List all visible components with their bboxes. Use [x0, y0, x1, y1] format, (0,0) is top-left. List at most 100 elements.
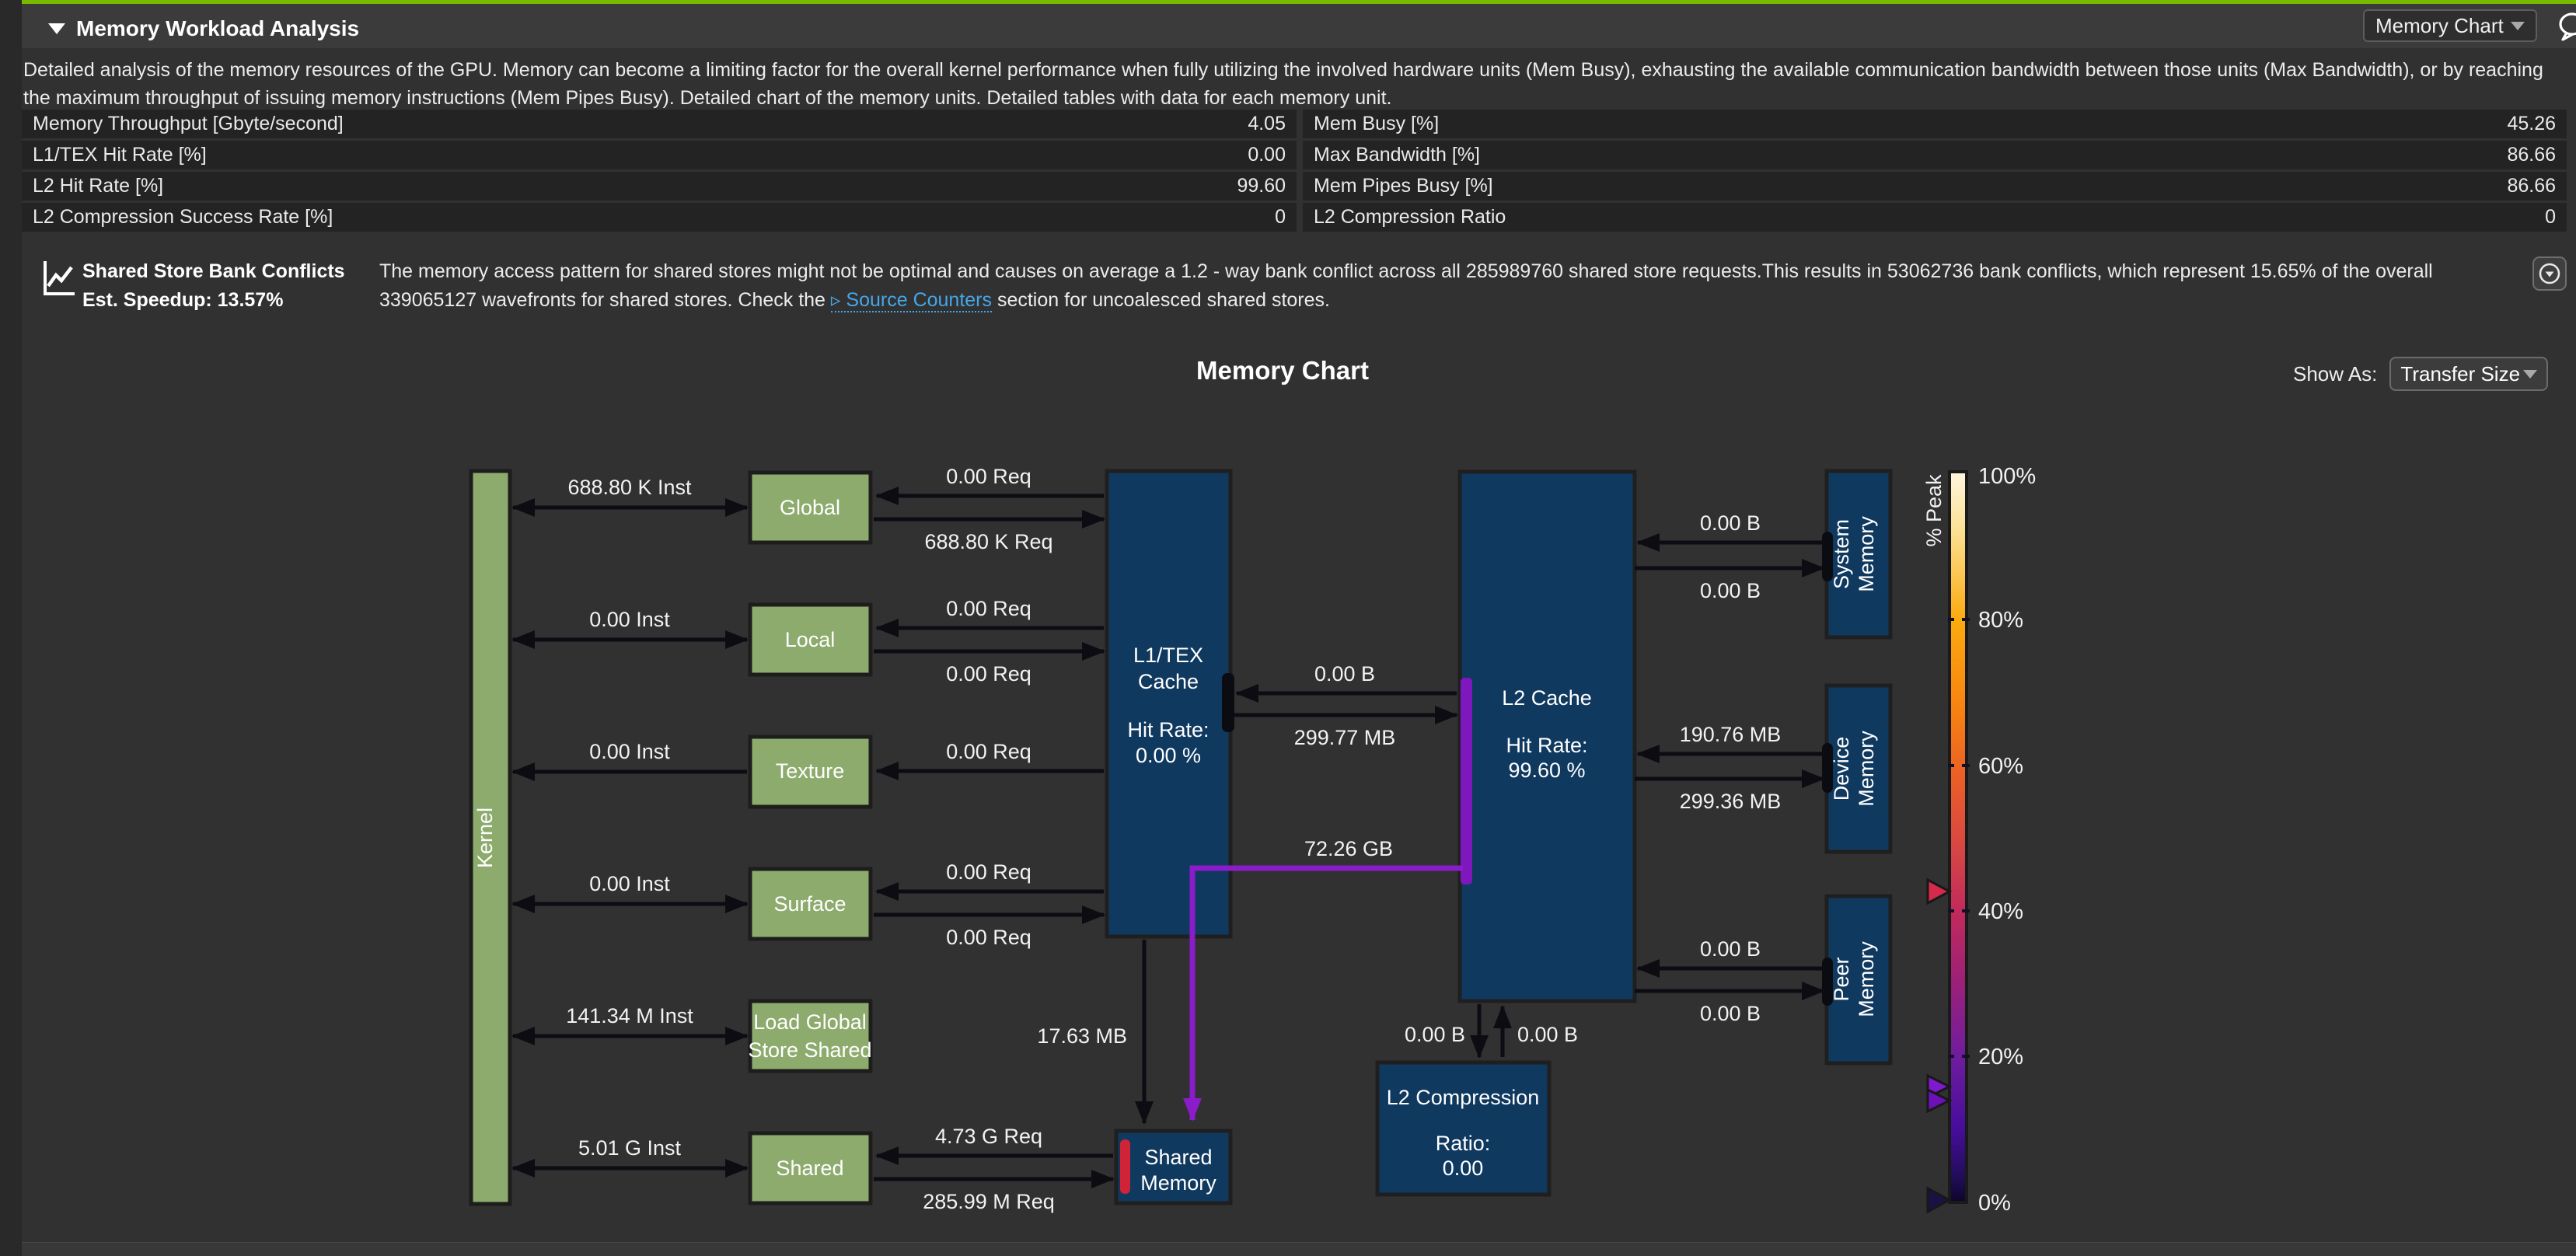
section-title: Memory Workload Analysis	[76, 16, 360, 40]
advisory-body: The memory access pattern for shared sto…	[379, 257, 2474, 315]
circle-chevron-icon	[2539, 263, 2560, 284]
edge-label-shared-req-in: 4.73 G Req	[935, 1125, 1042, 1148]
link-label: Source Counters	[846, 289, 993, 311]
surface-node	[748, 867, 873, 941]
section-header[interactable]: Memory Workload Analysis Memory Chart	[22, 0, 2576, 48]
scale-tick-20: 20%	[1978, 1045, 2023, 1069]
metric-label: Max Bandwidth [%]	[1314, 144, 1480, 166]
devmem-label-line1: Device	[1830, 737, 1853, 801]
metric-value: 86.66	[2507, 175, 2556, 197]
l2comp-label: L2 Compression	[1387, 1086, 1540, 1109]
l2-label: L2 Cache	[1502, 686, 1592, 710]
l2-hit-label: Hit Rate:	[1506, 734, 1587, 757]
metric-label: L1/TEX Hit Rate [%]	[33, 144, 207, 166]
lgss-label-line1: Load Global	[753, 1010, 867, 1034]
edge-label-lgss-inst: 141.34 M Inst	[566, 1004, 693, 1027]
purple-flow-path	[1183, 865, 1463, 1122]
source-counters-link[interactable]: ▹ Source Counters	[830, 289, 993, 312]
table-row[interactable]: L2 Compression Success Rate [%]0	[22, 203, 1297, 232]
l1-label-line2: Cache	[1138, 670, 1199, 693]
arrow-group	[511, 487, 1825, 1188]
edge-label-comp-down: 0.00 B	[1405, 1023, 1465, 1046]
table-row[interactable]: L2 Compression Ratio 0	[1303, 203, 2567, 232]
shared-node	[748, 1131, 873, 1205]
peak-color-scale	[1948, 470, 1968, 1204]
edge-label-global-req-in: 0.00 Req	[946, 465, 1031, 488]
sharedmem-label-line2: Memory	[1140, 1171, 1216, 1195]
l2-compression-node	[1375, 1060, 1552, 1197]
collapse-advisory-button[interactable]	[2532, 256, 2567, 291]
metric-label: L2 Compression Ratio	[1314, 206, 1506, 228]
advisory-speedup: Est. Speedup: 13.57%	[82, 289, 284, 311]
collapse-section-icon[interactable]	[48, 23, 65, 34]
edge-label-sys-in: 0.00 B	[1700, 511, 1761, 535]
global-label: Global	[780, 496, 840, 519]
table-row[interactable]: L1/TEX Hit Rate [%]0.00	[22, 141, 1297, 169]
devmem-label-line2: Memory	[1855, 731, 1878, 807]
table-row[interactable]: Memory Throughput [Gbyte/second] 4.05	[22, 110, 1297, 138]
panel-left-edge	[0, 0, 22, 1256]
edge-label-dev-out: 299.36 MB	[1680, 790, 1782, 813]
memory-chart-diagram: Kernel Global Local Texture Surface Load…	[469, 464, 2036, 1216]
speech-bubble-icon	[2559, 12, 2576, 41]
edge-label-local-inst: 0.00 Inst	[589, 608, 670, 631]
table-row[interactable]: Max Bandwidth [%]86.66	[1303, 141, 2567, 169]
peermem-label-line2: Memory	[1855, 941, 1878, 1017]
scale-tick-0: 0%	[1978, 1191, 2011, 1216]
edge-label-l1-l2-write: 299.77 MB	[1294, 726, 1396, 749]
texture-label: Texture	[776, 759, 845, 783]
sysmem-label-line2: Memory	[1855, 516, 1878, 592]
table-row[interactable]: L2 Hit Rate [%] 99.60	[22, 172, 1297, 201]
local-node	[748, 602, 873, 677]
l2-hit-value: 99.60 %	[1508, 759, 1585, 782]
kernel-node	[469, 469, 512, 1206]
sharedmem-label-line1: Shared	[1144, 1146, 1212, 1169]
global-node	[748, 470, 873, 545]
chart-line-icon	[39, 260, 76, 304]
shared-memory-node	[1114, 1129, 1233, 1205]
edge-label-shared-inst: 5.01 G Inst	[578, 1136, 682, 1160]
l1-port	[1222, 673, 1234, 732]
metric-value: 99.60	[1237, 175, 1286, 197]
show-as-value: Transfer Size	[2400, 361, 2521, 386]
edge-label-dev-in: 190.76 MB	[1680, 723, 1782, 746]
metric-label: Memory Throughput [Gbyte/second]	[33, 113, 344, 134]
metric-value: 4.05	[1248, 113, 1286, 134]
surface-label: Surface	[773, 892, 846, 916]
edge-label-l1-l2-bulk: 72.26 GB	[1304, 837, 1393, 860]
shared-label: Shared	[776, 1157, 843, 1180]
section-view-selector[interactable]: Memory Chart	[2363, 9, 2537, 42]
show-as-control: Show As: Transfer Size	[2293, 356, 2553, 392]
metric-label: L2 Hit Rate [%]	[33, 175, 164, 197]
scale-tick-40: 40%	[1978, 899, 2023, 924]
metric-value: 0	[2545, 206, 2556, 228]
advisory-text: The memory access pattern for shared sto…	[379, 260, 2433, 311]
edge-label-surface-req-out: 0.00 Req	[946, 926, 1031, 949]
table-row[interactable]: Mem Busy [%]45.26	[1303, 110, 2567, 138]
edge-label-comp-up: 0.00 B	[1517, 1023, 1578, 1046]
l2comp-ratio-value: 0.00	[1443, 1157, 1484, 1180]
edge-label-sys-out: 0.00 B	[1700, 579, 1761, 602]
metric-value: 45.26	[2507, 113, 2556, 134]
scale-tick-60: 60%	[1978, 754, 2023, 779]
scale-marker-purple-2	[1926, 1087, 1953, 1114]
l1-hit-label: Hit Rate:	[1127, 718, 1209, 741]
advisory-title: Shared Store Bank Conflicts Est. Speedup…	[82, 257, 370, 315]
l2-port-purple	[1461, 678, 1472, 884]
device-memory-node	[1824, 683, 1893, 854]
edge-label-peer-out: 0.00 B	[1700, 1002, 1761, 1025]
show-as-select[interactable]: Transfer Size	[2389, 357, 2549, 391]
load-global-store-shared-node	[748, 999, 873, 1073]
scale-axis-label: % Peak	[1922, 474, 1946, 547]
texture-node	[748, 734, 873, 809]
kernel-label: Kernel	[473, 808, 497, 868]
scale-tick-100: 100%	[1978, 464, 2036, 489]
comment-button[interactable]	[2554, 10, 2576, 43]
edge-label-surface-inst: 0.00 Inst	[589, 872, 670, 895]
show-as-label: Show As:	[2293, 361, 2378, 386]
table-row[interactable]: Mem Pipes Busy [%]86.66	[1303, 172, 2567, 201]
section-title-row[interactable]: Memory Workload Analysis	[48, 16, 359, 41]
system-memory-node	[1824, 469, 1893, 640]
edge-label-l1-sharedmem: 17.63 MB	[1037, 1024, 1127, 1048]
link-anchor-icon: ▹	[830, 289, 846, 311]
